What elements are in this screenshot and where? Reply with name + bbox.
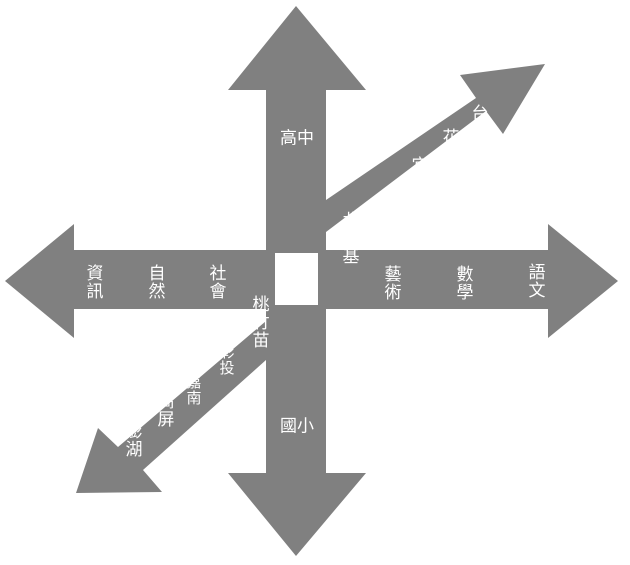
arrow-up <box>228 6 366 253</box>
label-left-1: 社會 <box>205 264 226 300</box>
label-down: 國小 <box>280 416 314 437</box>
label-right-3: 語文 <box>524 263 545 299</box>
label-ne-1: 北北基 <box>338 211 359 265</box>
label-sw-3: 雲嘉南 <box>184 358 203 406</box>
arrow-left <box>5 224 275 338</box>
arrow-right <box>318 224 618 338</box>
label-left-2: 自然 <box>144 264 165 300</box>
label-sw-4: 高屏 <box>153 392 174 428</box>
label-right-1: 藝術 <box>380 265 401 301</box>
label-center: 國中 <box>280 272 314 293</box>
label-ne-2: 金馬 <box>376 188 397 224</box>
label-sw-5: 澎湖 <box>121 422 142 458</box>
arrow-northeast <box>326 64 545 232</box>
label-sw-2: 中彰投 <box>217 328 236 376</box>
label-left-3: 資訊 <box>82 264 103 300</box>
arrow-southwest <box>76 321 266 493</box>
label-up: 高中 <box>280 128 314 149</box>
label-right-2: 數學 <box>452 265 473 301</box>
label-ne-3: 宜蘭 <box>407 156 428 192</box>
arrow-down <box>228 305 366 556</box>
label-sw-1: 桃竹苗 <box>248 295 269 349</box>
label-ne-4: 花蓮 <box>438 128 459 164</box>
label-ne-5: 台東 <box>467 104 488 140</box>
